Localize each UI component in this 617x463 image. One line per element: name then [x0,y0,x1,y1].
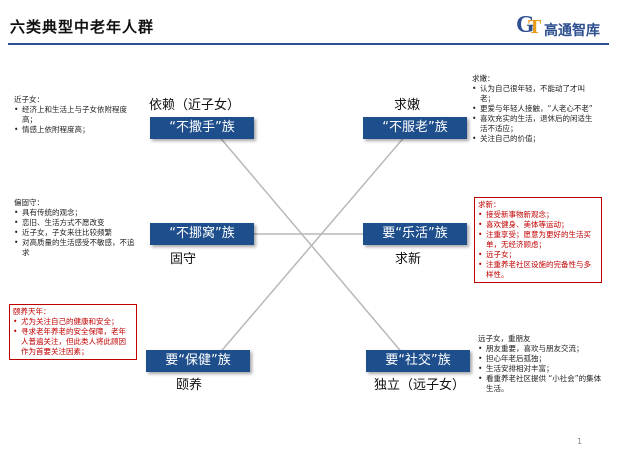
group-label-bottom-right: 独立（远子女） [374,378,466,393]
group-label-top-left: 依赖（近子女） [149,98,241,113]
group-label-top-right: 求嫩 [394,98,421,113]
note-bottom-right: 远子女，重朋友 朋友重要，喜欢与朋友交流； 担心年老后孤独； 生活安排相对丰富；… [478,334,606,394]
note-item: 寻求老年养老的安全保障，老年人普遍关注，但此类人将此顾因作为首要关注因素； [13,327,133,357]
group-label-mid-right: 求新 [395,252,422,267]
logo: G T 高通智库 [516,12,612,42]
note-heading: 颐养天年： [13,307,51,316]
group-label-mid-left: 固守 [170,252,197,267]
note-heading: 求嫩： [472,74,495,83]
note-item: 关注自己的价值； [472,134,598,144]
page-number: 1 [577,437,583,446]
connector-tr-bl [211,127,413,363]
note-top-right: 求嫩： 认为自己很年轻，不能动了才叫老； 更爱与年轻人接触，“人老心不老” 喜欢… [472,74,598,144]
group-tag-mid-right: 要“乐活”族 [363,223,467,245]
group-tag-bottom-right: 要“社交”族 [366,350,470,372]
note-item: 喜欢充实的生活，退休后的闲适生活不适应； [472,114,598,134]
group-label-bottom-left: 颐养 [176,378,203,393]
note-item: 对高质量的生活感受不敏感，不追求 [14,238,138,258]
note-mid-left: 偏固守： 具有传统的观念； 恋旧、生活方式不愿改变 近子女，子女来往比较频繁 对… [14,198,138,258]
note-item: 情感上依附程度高； [14,125,134,135]
note-heading: 求新： [478,200,501,209]
note-item: 远子女； [478,250,598,260]
note-item: 恋旧、生活方式不愿改变 [14,218,138,228]
note-item: 担心年老后孤独； [478,354,606,364]
group-tag-top-right: “不服老”族 [363,117,467,139]
note-item: 具有传统的观念； [14,208,138,218]
note-item: 尤为关注自己的健康和安全； [13,317,133,327]
logo-name: 高通智库 [544,23,600,39]
note-item: 生活安排相对丰富； [478,364,606,374]
group-tag-mid-left: “不挪窝”族 [150,223,254,245]
note-item: 经济上和生活上与子女依附程度高； [14,105,134,125]
note-item: 朋友重要，喜欢与朋友交流； [478,344,606,354]
connector-tl-br [211,127,411,363]
note-item: 更爱与年轻人接触，“人老心不老” [472,104,598,114]
note-mid-right: 求新： 接受新事物新观念； 喜欢健身、美体等运动； 注重享受；愿意为更好的生活买… [474,197,602,283]
logo-mark-g: G [516,12,535,38]
logo-mark-t: T [528,16,542,38]
note-item: 接受新事物新观念； [478,210,598,220]
note-item: 认为自己很年轻，不能动了才叫老； [472,84,598,104]
group-tag-bottom-left: 要“保健”族 [146,350,250,372]
note-item: 注重养老社区设施的完备性与多样性。 [478,260,598,280]
note-item: 喜欢健身、美体等运动； [478,220,598,230]
header-rule [8,43,609,45]
note-item: 注重享受；愿意为更好的生活买单，无经济顾虑； [478,230,598,250]
note-item: 近子女，子女来往比较频繁 [14,228,138,238]
note-heading: 近子女： [14,95,44,104]
note-heading: 偏固守： [14,198,44,207]
note-item: 看重养老社区提供 “小社会”的集体生活。 [478,374,606,394]
page-title: 六类典型中老年人群 [10,18,155,36]
group-tag-top-left: “不撒手”族 [150,117,254,139]
note-top-left: 近子女： 经济上和生活上与子女依附程度高； 情感上依附程度高； [14,95,134,135]
note-bottom-left: 颐养天年： 尤为关注自己的健康和安全； 寻求老年养老的安全保障，老年人普遍关注，… [9,304,137,360]
note-heading: 远子女，重朋友 [478,334,531,343]
